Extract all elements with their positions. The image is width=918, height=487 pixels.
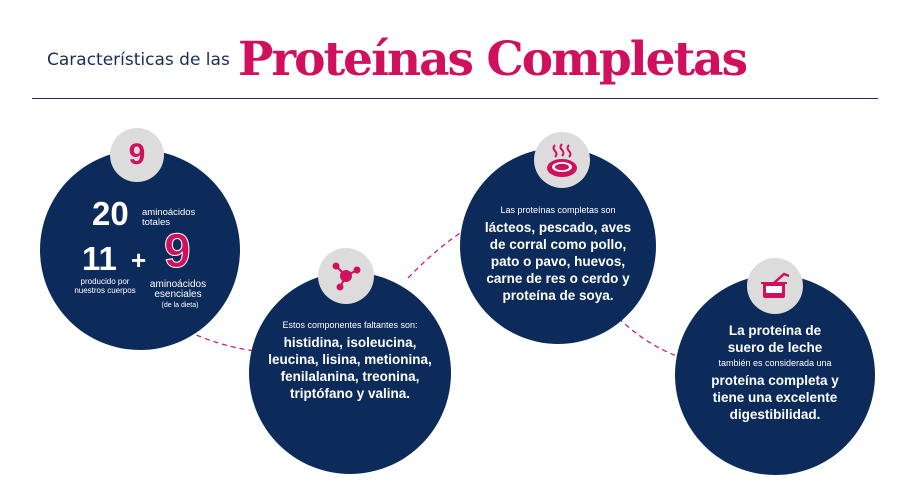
page-title: Proteínas Completas (238, 32, 748, 87)
pot-icon (747, 258, 803, 314)
badge-number: 9 (128, 138, 146, 171)
total-count: 20 (92, 195, 129, 232)
title-prefix: Características de las (47, 50, 230, 70)
amino-acids-circle (40, 150, 240, 350)
plus-sign: + (131, 245, 147, 275)
molecule-icon (318, 248, 374, 304)
missing-components-circle (249, 272, 451, 474)
essential-note: (de la dieta) (161, 302, 199, 309)
steak-icon (534, 132, 590, 188)
whey-body: proteína completa y tiene una excelente … (711, 373, 839, 422)
body-label: producido por nuestros cuerpos (74, 277, 136, 295)
body-count: 11 (82, 240, 117, 277)
missing-list: histidina, isoleucina, leucina, lisina, … (268, 335, 432, 401)
title-divider (32, 98, 878, 99)
sources-intro: Las proteínas completas son (500, 205, 616, 215)
whey-heading: La proteína de suero de leche (727, 323, 823, 355)
total-label: aminoácidos totales (142, 207, 196, 228)
missing-intro: Estos componentes faltantes son: (282, 320, 418, 330)
whey-intro: también es considerada una (718, 358, 832, 368)
number-badge: 9 (110, 128, 164, 182)
essential-label: aminoácidos esenciales (149, 279, 207, 300)
sources-list: lácteos, pescado, aves de corral como po… (484, 220, 632, 303)
essential-count: 9 (164, 225, 192, 278)
